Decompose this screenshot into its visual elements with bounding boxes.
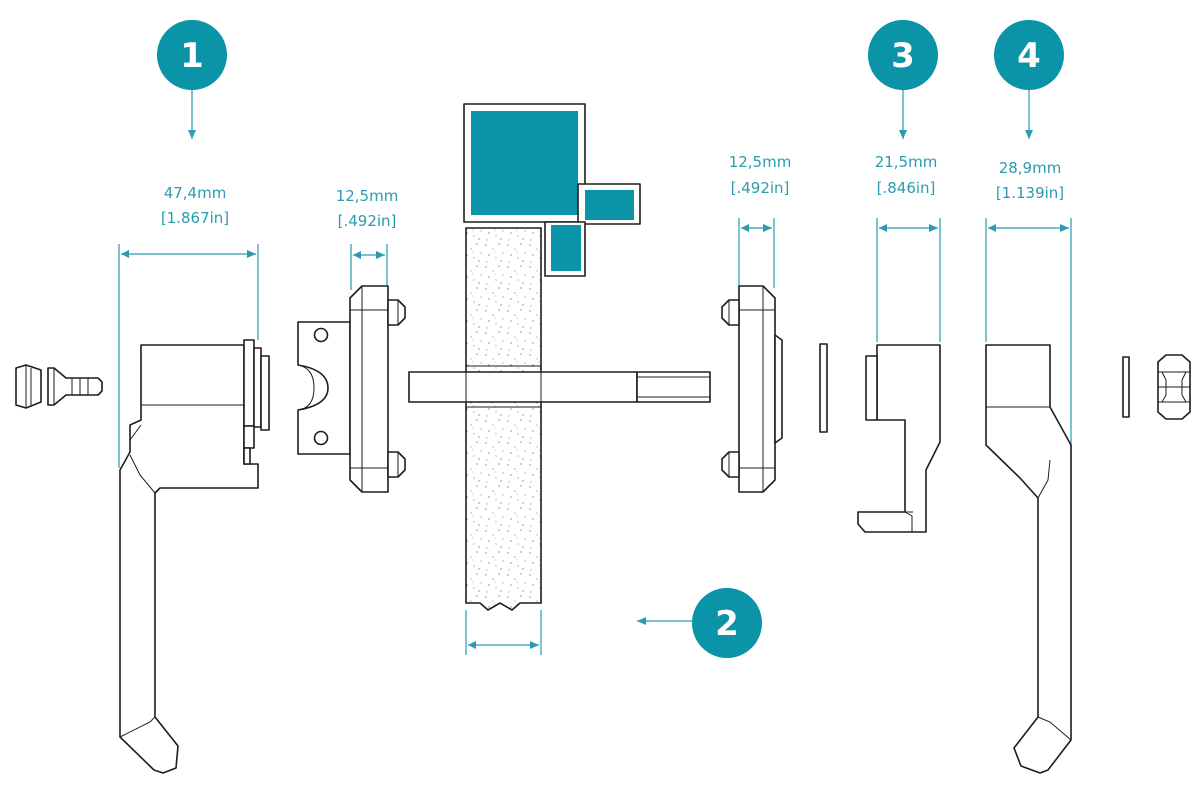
wall-thickness-dimension [465, 610, 542, 655]
spring-washer [1122, 356, 1130, 418]
callout-1-number: 1 [180, 36, 204, 76]
mounting-bracket [297, 321, 351, 455]
callout-4-number: 4 [1017, 36, 1041, 76]
dimension-2: 12,5mm [.492in] [336, 187, 399, 290]
dimension-5-in: [1.139in] [996, 184, 1064, 202]
left-handle [119, 339, 270, 774]
dimension-5: 28,9mm [1.139in] [985, 159, 1072, 462]
right-handle [985, 344, 1072, 774]
countersunk-screw [47, 367, 103, 406]
dimension-1-mm: 47,4mm [164, 184, 227, 202]
callout-2: 2 [637, 588, 762, 658]
callout-4: 4 [994, 20, 1064, 139]
callout-3-number: 3 [891, 36, 915, 76]
bushing [15, 364, 42, 409]
dimension-1: 47,4mm [1.867in] [118, 184, 259, 468]
locking-cam [857, 344, 941, 533]
dimension-2-in: [.492in] [338, 212, 397, 230]
callout-2-number: 2 [715, 604, 739, 644]
dimension-1-in: [1.867in] [161, 209, 229, 227]
dimension-3-in: [.492in] [731, 179, 790, 197]
dimension-5-mm: 28,9mm [999, 159, 1062, 177]
dimension-2-mm: 12,5mm [336, 187, 399, 205]
callout-1: 1 [157, 20, 227, 139]
dimension-4-in: [.846in] [877, 179, 936, 197]
dimension-3-mm: 12,5mm [729, 153, 792, 171]
spindle [408, 371, 711, 403]
door-panel-section [465, 227, 542, 611]
dimension-4: 21,5mm [.846in] [875, 153, 941, 342]
lock-nut [1157, 354, 1191, 420]
right-escutcheon-plate [721, 285, 783, 493]
washer [819, 343, 828, 433]
left-escutcheon-plate [349, 285, 406, 493]
aluminum-profile [463, 103, 641, 277]
dimension-3: 12,5mm [.492in] [729, 153, 792, 288]
callout-3: 3 [868, 20, 938, 139]
dimension-4-mm: 21,5mm [875, 153, 938, 171]
